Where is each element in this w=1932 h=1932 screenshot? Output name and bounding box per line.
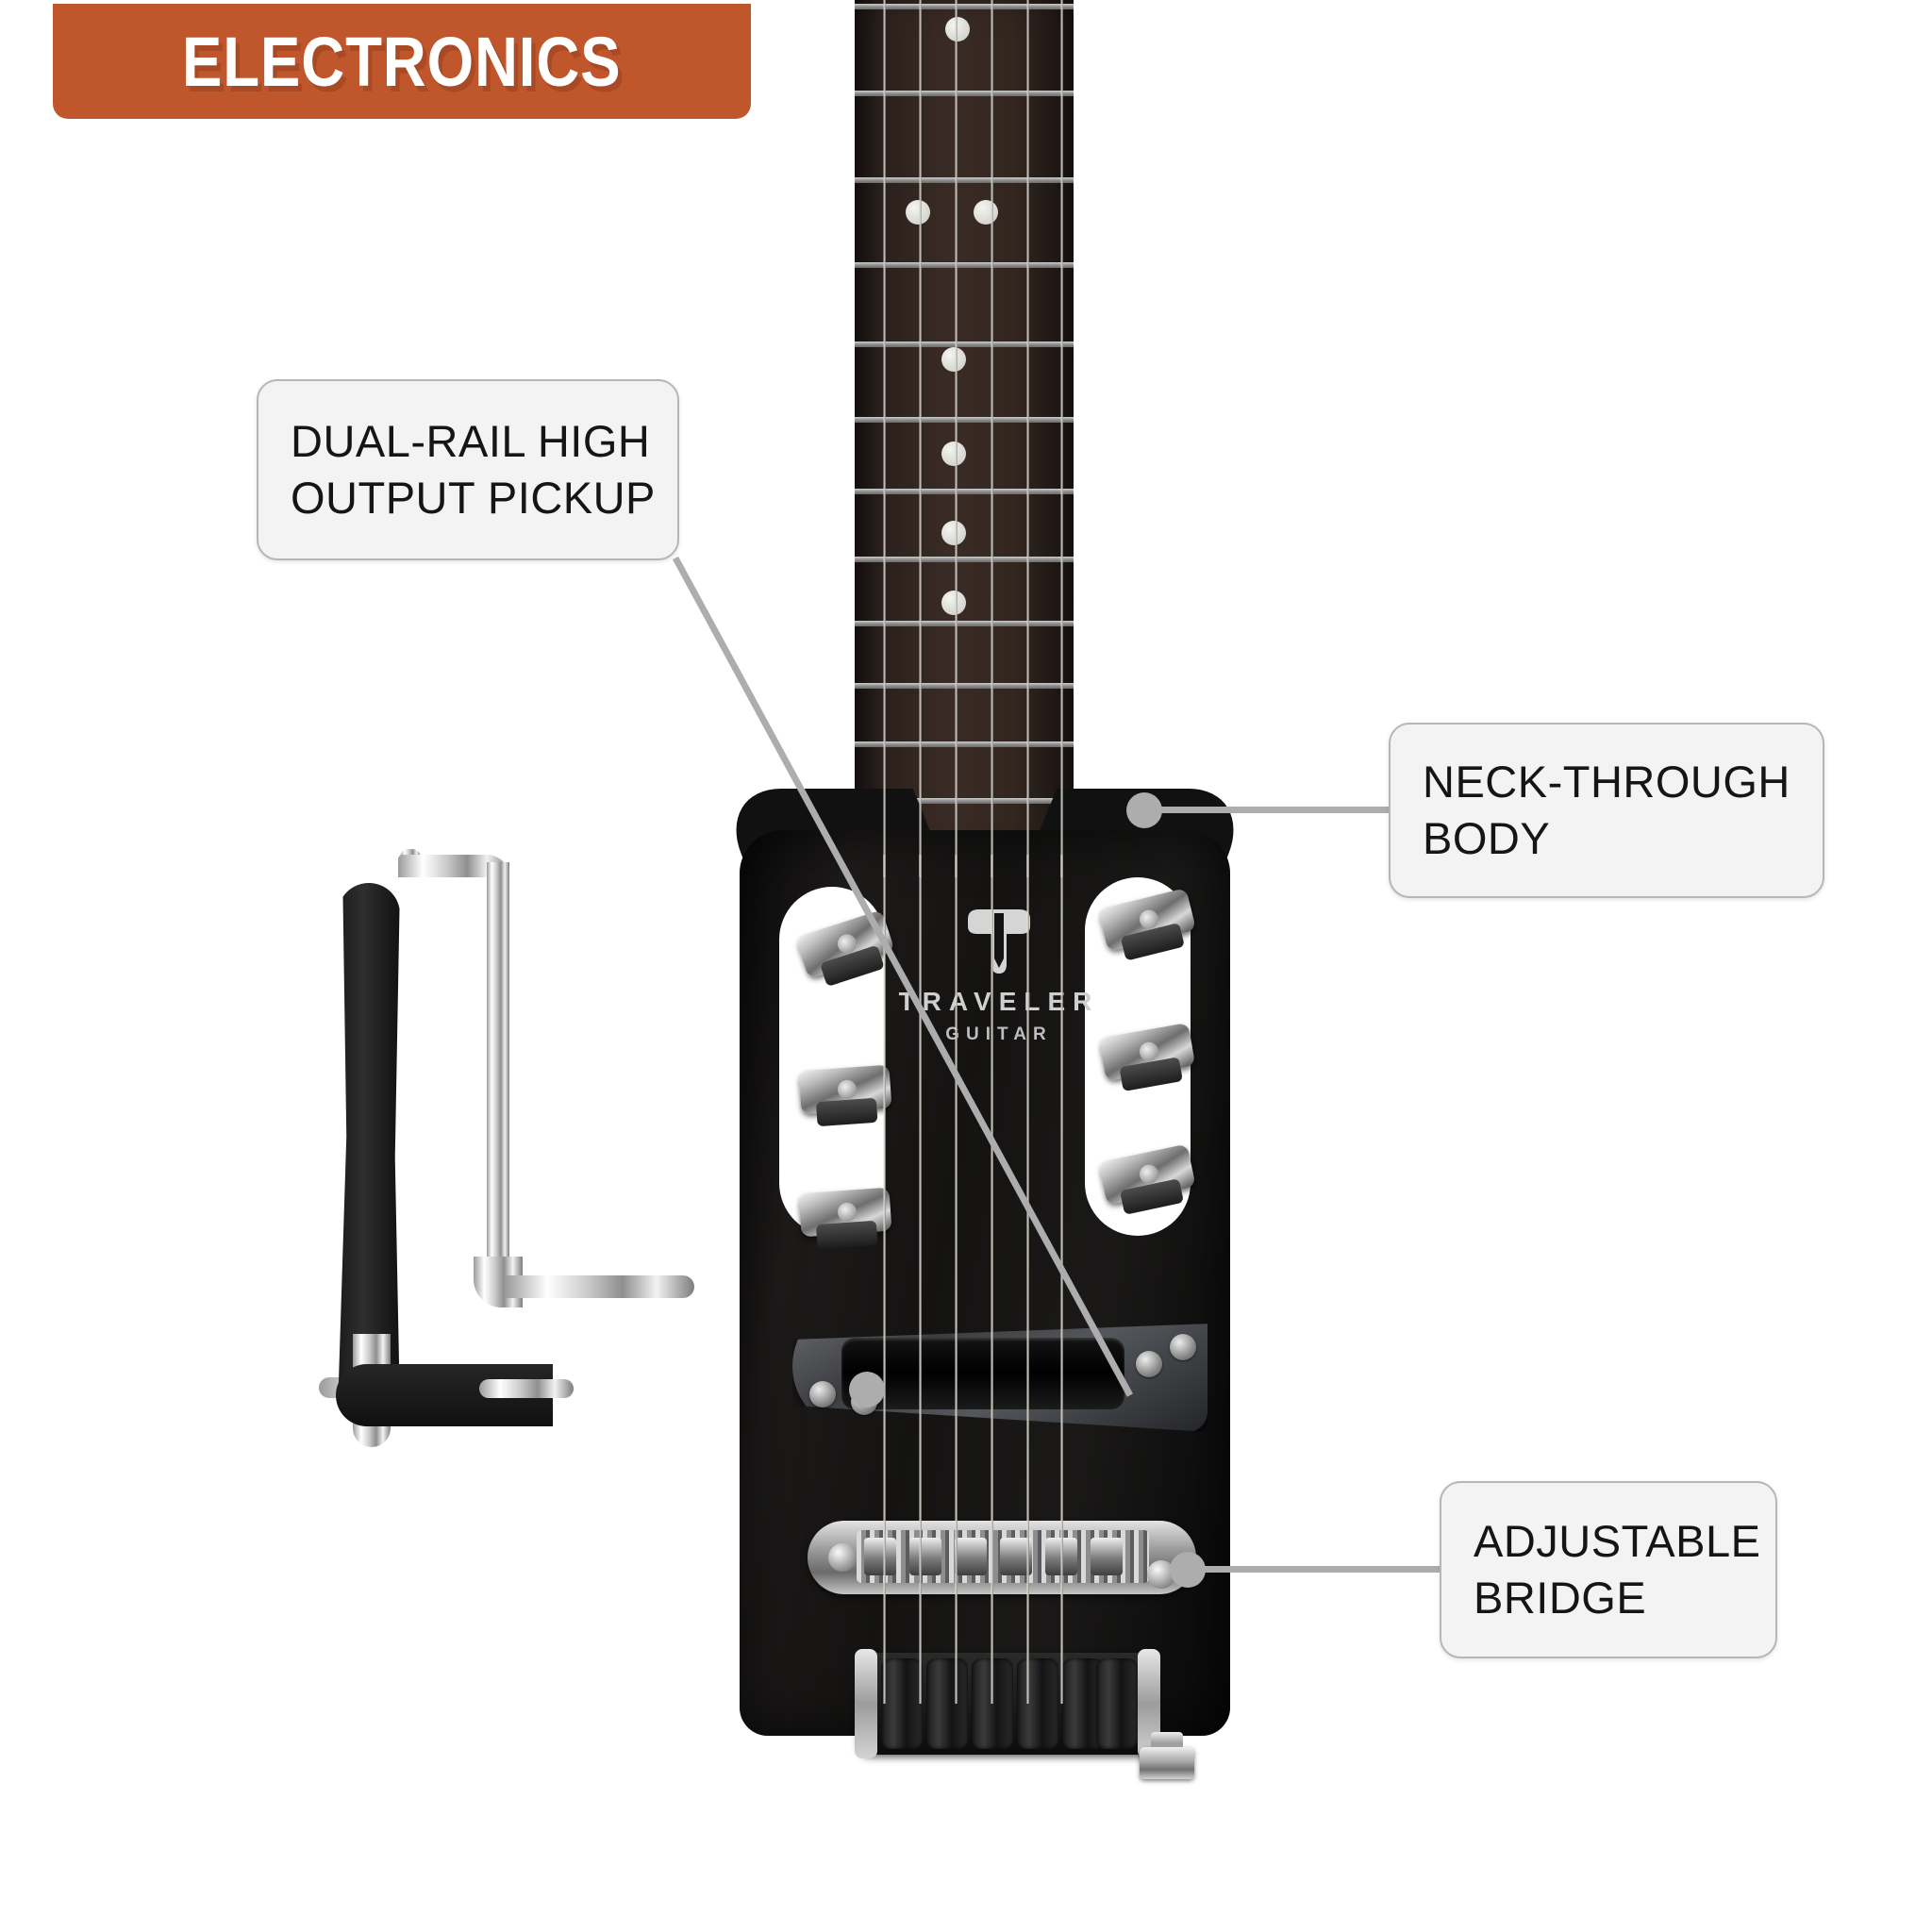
output-jack [1140, 1747, 1194, 1779]
lap-rest-foam-arm [338, 883, 400, 1411]
callout-neck-through-body[interactable]: NECK-THROUGH BODY [1389, 723, 1824, 898]
callout-adjustable-bridge[interactable]: ADJUSTABLE BRIDGE [1440, 1481, 1777, 1658]
callout-line-2: BODY [1423, 813, 1551, 863]
bridge-saddle [955, 1538, 987, 1575]
leader-dot-pickup [849, 1372, 885, 1407]
dual-rail-pickup [841, 1338, 1124, 1409]
lap-rest-tail-bar [479, 1379, 574, 1398]
string [919, 855, 922, 1704]
section-badge: ELECTRONICS [53, 4, 751, 119]
callout-line-1: ADJUSTABLE [1474, 1515, 1761, 1566]
callout-line-1: NECK-THROUGH [1423, 756, 1790, 807]
bridge-adjust-screw [828, 1543, 857, 1572]
leader-line-neck [1155, 807, 1392, 813]
leader-dot-neck [1126, 792, 1162, 828]
fretboard [855, 0, 1074, 868]
tuner [798, 1187, 892, 1238]
string [883, 0, 886, 877]
callout-line-1: DUAL-RAIL HIGH [291, 415, 651, 466]
pickup-screw [1136, 1351, 1162, 1377]
string [991, 855, 993, 1704]
anchor-knob [1096, 1658, 1138, 1749]
anchor-end-left [855, 1649, 877, 1758]
callout-line-2: OUTPUT PICKUP [291, 473, 656, 523]
bridge-saddle [909, 1538, 941, 1575]
string [991, 0, 993, 877]
dot-inlay [941, 441, 966, 466]
string [955, 0, 958, 877]
leader-line-bridge [1198, 1566, 1445, 1573]
anchor-knob [881, 1658, 923, 1749]
bridge-saddle [1091, 1538, 1123, 1575]
string [1060, 855, 1063, 1704]
callout-line-2: BRIDGE [1474, 1573, 1647, 1623]
tuner [798, 1064, 892, 1115]
anchor-knob [926, 1658, 968, 1749]
bridge-saddle [864, 1538, 896, 1575]
dot-inlay [945, 17, 970, 42]
brand-name: TRAVELER [898, 987, 1100, 1016]
dot-inlay [941, 347, 966, 372]
leader-dot-bridge [1170, 1552, 1206, 1588]
traveler-t-shield-icon [968, 909, 1030, 974]
string [919, 0, 922, 877]
dot-inlay [906, 200, 930, 225]
pickup-screw [1170, 1334, 1196, 1360]
string [1026, 0, 1029, 877]
brand-sub: GUITAR [945, 1024, 1053, 1044]
string [1026, 855, 1029, 1704]
dot-inlay [941, 591, 966, 615]
string [1060, 0, 1063, 877]
callout-dual-rail-pickup[interactable]: DUAL-RAIL HIGH OUTPUT PICKUP [257, 379, 679, 560]
anchor-knob [1017, 1658, 1058, 1749]
string [955, 855, 958, 1704]
string [883, 855, 886, 1704]
dot-inlay [941, 521, 966, 545]
section-badge-label: ELECTRONICS [182, 22, 622, 101]
pickup-screw [809, 1381, 836, 1407]
dot-inlay [974, 200, 998, 225]
